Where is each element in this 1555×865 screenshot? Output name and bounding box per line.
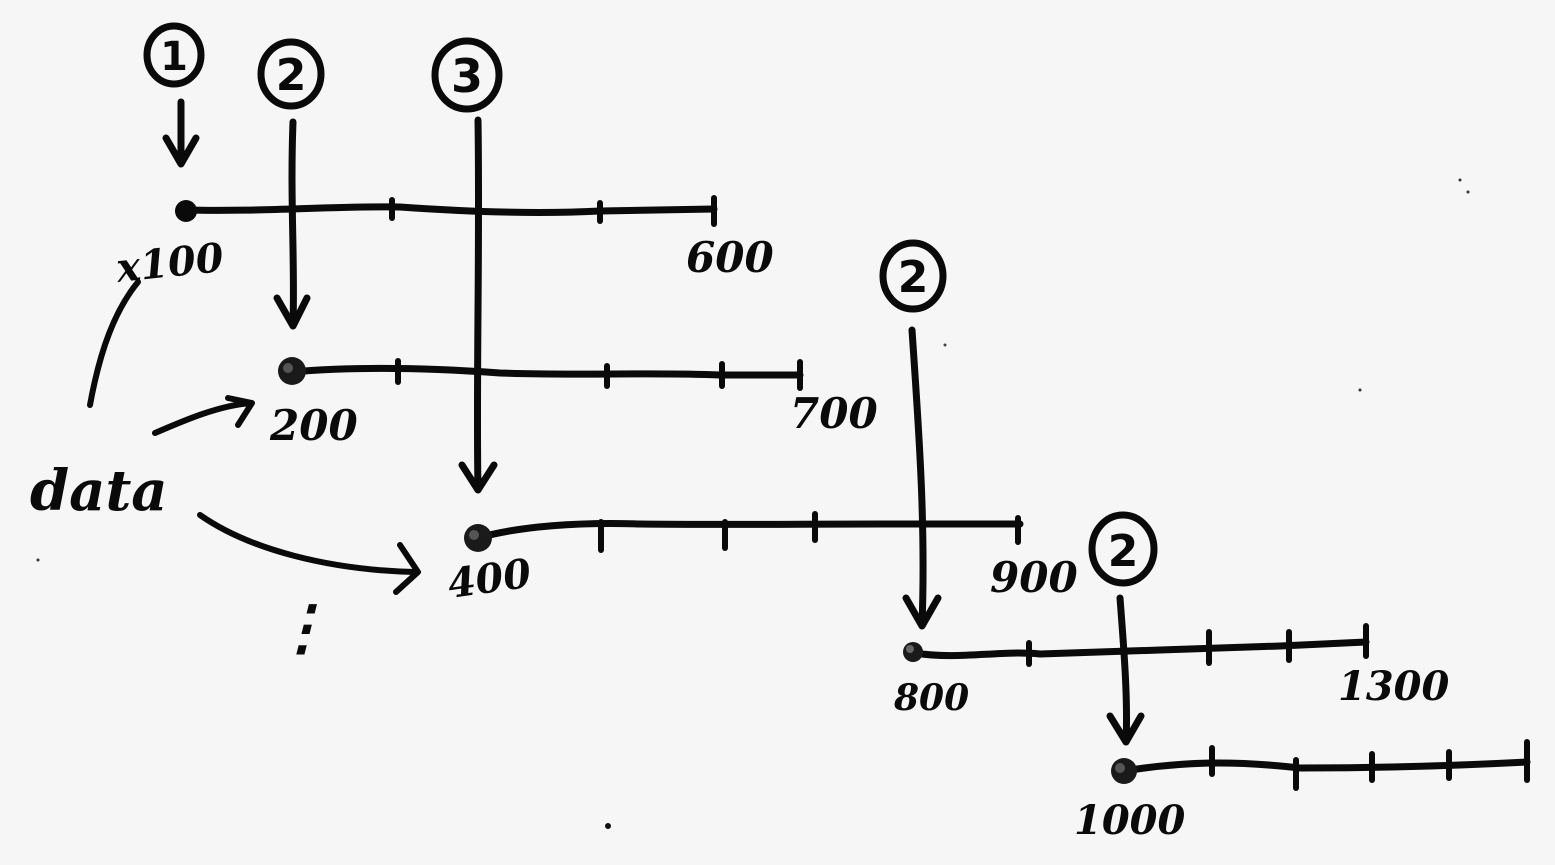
data-source: data ⋮ <box>30 279 421 663</box>
board-specks <box>36 178 1470 829</box>
step-marker-4-arrow <box>902 326 942 630</box>
speck <box>943 343 947 347</box>
step-marker-2: 2 <box>257 38 325 330</box>
data-arrow-to-timeline-1 <box>87 279 141 408</box>
timeline-4-start-label: 800 <box>893 677 969 719</box>
timeline-5-start-label: 1000 <box>1074 797 1185 844</box>
timeline-2-end-label: 700 <box>790 389 878 438</box>
step-marker-2-arrow <box>273 118 311 330</box>
speck <box>605 823 611 829</box>
timeline-1-start-label: x100 <box>113 234 226 292</box>
step-marker-3-label: 3 <box>451 49 483 103</box>
timeline-5-axis <box>1120 758 1531 775</box>
timeline-4-start-dot <box>903 642 923 662</box>
step-marker-1-circle <box>143 22 205 88</box>
speck <box>1458 178 1462 182</box>
timeline-3-start-dot-highlight <box>469 530 479 540</box>
step-marker-3-circle <box>431 37 503 113</box>
step-marker-3: 3 <box>431 37 503 494</box>
step-marker-4: 2 <box>879 239 947 630</box>
timeline-1-end-label: 600 <box>686 233 774 282</box>
timeline-3-axis <box>474 520 1024 542</box>
data-arrow-to-timeline-3 <box>197 512 421 595</box>
step-marker-5-arrow <box>1106 594 1145 746</box>
step-marker-1-label: 1 <box>160 34 188 80</box>
speck <box>36 558 40 562</box>
timeline-3: 400 900 <box>445 511 1078 608</box>
timeline-1-axis <box>181 203 718 216</box>
timeline-2-start-dot-highlight <box>283 363 293 373</box>
continuation-dots: ⋮ <box>272 593 332 663</box>
step-marker-5-circle <box>1088 511 1158 587</box>
step-marker-1-arrow <box>162 98 200 168</box>
timeline-4-start-dot-highlight <box>906 645 914 653</box>
timeline-4: 800 1300 <box>893 623 1449 719</box>
timeline-4-axis <box>910 638 1370 660</box>
timeline-5: 1000 <box>1074 739 1531 844</box>
timeline-2-start-label: 200 <box>269 401 358 450</box>
step-marker-2-label: 2 <box>276 50 307 101</box>
timeline-4-end-label: 1300 <box>1338 663 1449 710</box>
step-marker-5: 2 <box>1088 511 1158 746</box>
step-marker-1: 1 <box>143 22 205 168</box>
speck <box>1466 190 1470 194</box>
step-marker-3-arrow <box>458 116 498 494</box>
step-marker-4-circle <box>879 239 947 313</box>
timeline-2: 200 700 <box>269 357 878 450</box>
timeline-1-start-dot <box>175 200 197 222</box>
step-marker-2-circle <box>257 38 325 110</box>
timeline-3-start-label: 400 <box>445 550 534 608</box>
timeline-5-start-dot-highlight <box>1115 763 1125 773</box>
data-arrow-to-timeline-2 <box>152 395 255 436</box>
data-label: data <box>30 458 168 524</box>
timeline-1: x100 600 <box>113 195 774 292</box>
timeline-2-axis <box>288 364 804 379</box>
speck <box>1358 388 1362 392</box>
timeline-3-end-label: 900 <box>990 553 1078 602</box>
step-marker-4-label: 2 <box>898 252 929 303</box>
step-marker-5-label: 2 <box>1108 526 1139 577</box>
